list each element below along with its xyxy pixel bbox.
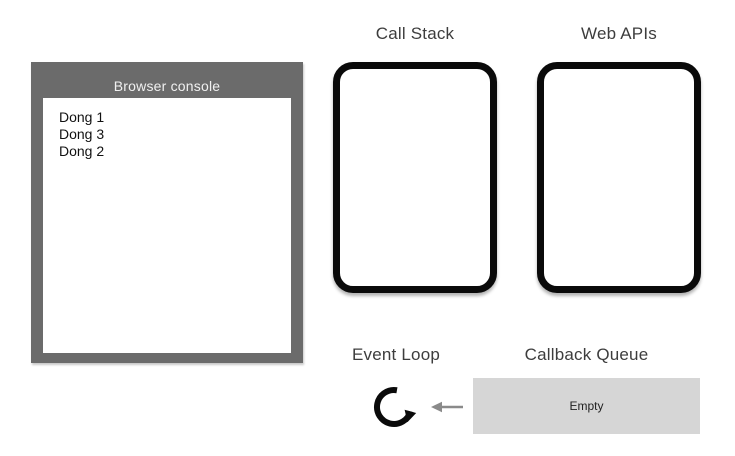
web-apis-label: Web APIs [581, 24, 657, 43]
callback-queue-box: Empty [473, 378, 700, 434]
call-stack-label: Call Stack [375, 24, 455, 43]
event-loop-label: Event Loop [351, 345, 440, 364]
callback-queue-status: Empty [569, 399, 604, 413]
browser-console-output: Dong 1 Dong 3 Dong 2 [43, 98, 291, 353]
browser-console-panel: Browser console Dong 1 Dong 3 Dong 2 [31, 62, 303, 363]
call-stack-box [333, 62, 497, 293]
callback-queue-label: Callback Queue [524, 345, 649, 364]
console-line: Dong 2 [59, 143, 105, 159]
web-apis-box [537, 62, 701, 293]
console-line: Dong 1 [59, 109, 105, 125]
browser-console-title: Browser console [113, 78, 221, 94]
console-line: Dong 3 [59, 126, 105, 142]
event-loop-circular-arrow-icon [374, 387, 417, 427]
left-arrow-icon [431, 401, 463, 413]
